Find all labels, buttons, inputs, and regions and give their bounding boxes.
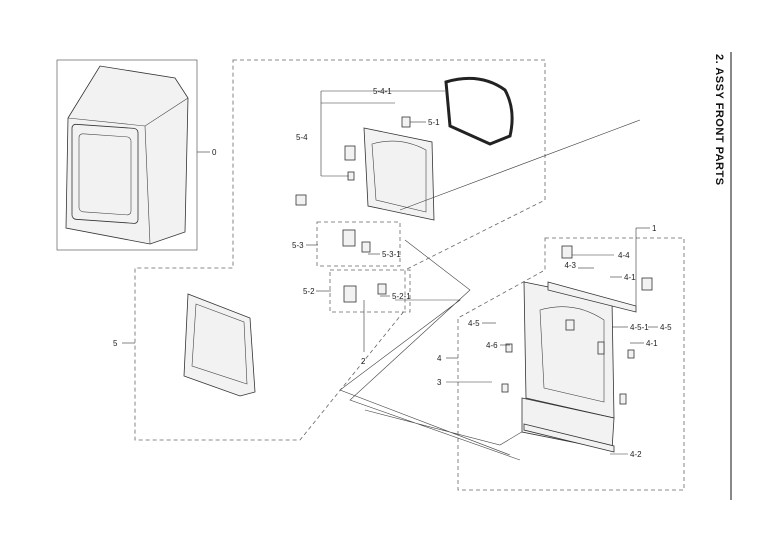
lower-hinge-screw (377, 283, 387, 295)
callout-5-1: 5-1 (428, 118, 440, 127)
upper-hinge-part (342, 229, 356, 247)
dryer-unit-illustration (65, 65, 189, 245)
callout-5-2: 5-2 (303, 287, 315, 296)
callout-4-5a: 4-5 (468, 319, 480, 328)
callout-5-4-1: 5-4-1 (373, 87, 392, 96)
callout-4-3: 4-3 (564, 261, 576, 270)
callout-5: 5 (113, 339, 118, 348)
callout-3: 3 (437, 378, 442, 387)
callout-0: 0 (212, 148, 217, 157)
inner-door-frame-illustration (295, 127, 435, 221)
upper-hinge-screw (361, 241, 371, 253)
callout-4-1a: 4-1 (624, 273, 636, 282)
door-gasket-illustration (444, 76, 514, 146)
callout-5-3-1: 5-3-1 (382, 250, 401, 259)
callout-5-3: 5-3 (292, 241, 304, 250)
assembly-trace-lines (339, 119, 641, 461)
hinge-group-lower-boundary (329, 269, 411, 313)
callout-4-5-1: 4-5-1 (630, 323, 649, 332)
callout-5-4: 5-4 (296, 133, 308, 142)
dryer-box (56, 59, 198, 251)
door-catch-part (401, 116, 411, 128)
callout-4-2: 4-2 (630, 450, 642, 459)
callout-4: 4 (437, 354, 442, 363)
front-panel-illustration (501, 245, 653, 453)
section-title: 2. ASSY FRONT PARTS (713, 54, 725, 186)
callout-4-4: 4-4 (618, 251, 630, 260)
callout-5-2-1: 5-2-1 (392, 292, 411, 301)
front-panel-assembly-boundary (457, 237, 685, 491)
hinge-group-upper-boundary (316, 221, 401, 267)
door-illustration (183, 293, 256, 397)
lower-hinge-part (343, 285, 357, 303)
door-assembly-boundary (134, 59, 546, 441)
callout-1: 1 (652, 224, 657, 233)
callout-4-5b: 4-5 (660, 323, 672, 332)
callout-4-1b: 4-1 (646, 339, 658, 348)
callout-4-6: 4-6 (486, 341, 498, 350)
callout-2: 2 (361, 357, 366, 366)
